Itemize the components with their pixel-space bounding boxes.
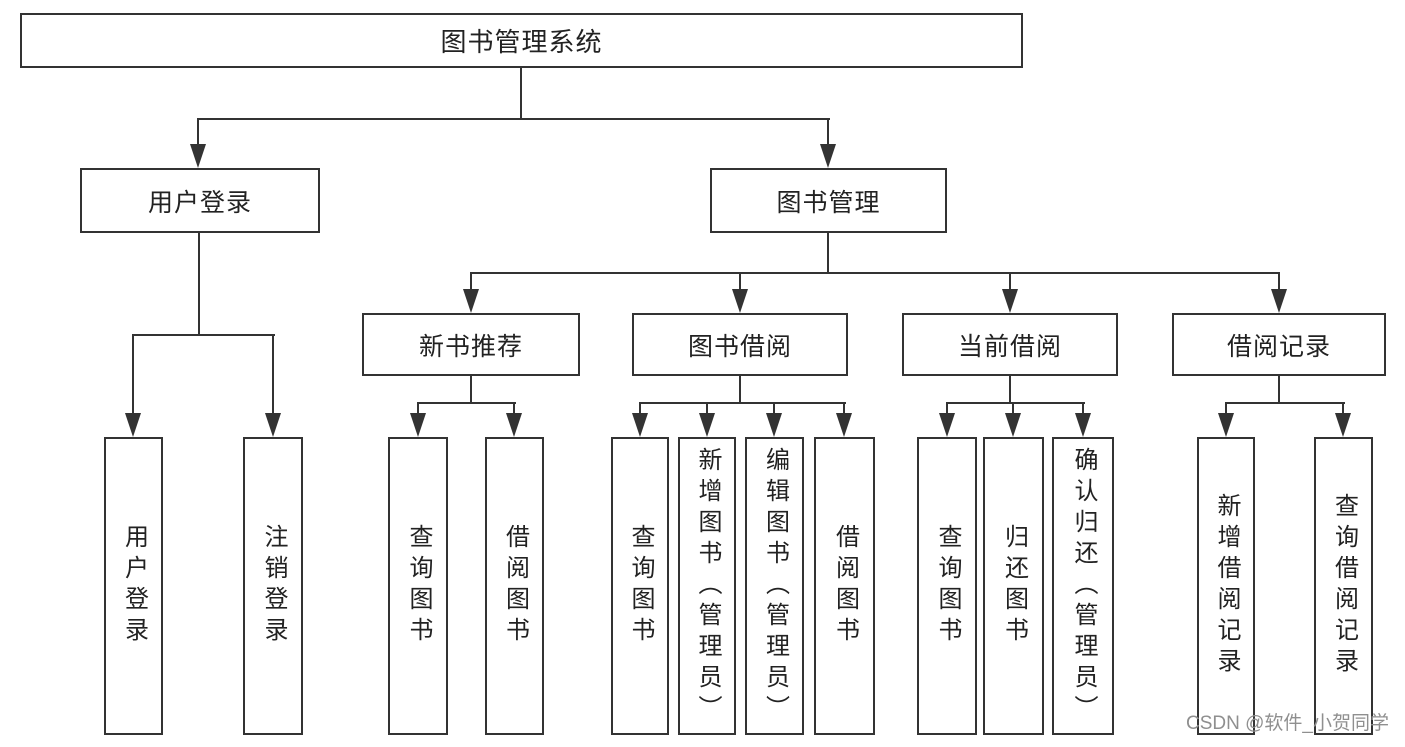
node-label: 图书管理系统 — [440, 27, 603, 57]
node-label: 图书借阅 — [687, 332, 792, 361]
arrowhead-down-icon — [1335, 413, 1351, 437]
leaf-label: 新增借阅记录 — [1213, 493, 1240, 679]
leaf-query-borrow-record: 查询借阅记录 — [1314, 437, 1373, 735]
connector-line — [1009, 272, 1011, 291]
leaf-label: 查询借阅记录 — [1330, 493, 1358, 679]
connector-line — [1278, 272, 1280, 291]
node-label: 借阅记录 — [1226, 332, 1331, 361]
leaf-label: 归还图书 — [1000, 524, 1028, 648]
connector-line — [132, 334, 134, 415]
leaf-label: 注销登录 — [260, 524, 287, 648]
arrowhead-down-icon — [1002, 289, 1018, 313]
connector-line — [773, 402, 775, 415]
leaf-edit-books-admin: 编辑图书（管理员） — [745, 437, 804, 735]
leaf-label: 确认归还（管理员） — [1070, 446, 1097, 726]
leaf-label: 编辑图书（管理员） — [761, 446, 789, 726]
connector-line — [706, 402, 708, 415]
connector-line — [639, 402, 641, 415]
node-label: 图书管理 — [776, 188, 881, 217]
connector-line — [1012, 402, 1014, 415]
arrowhead-down-icon — [463, 289, 479, 313]
leaf-borrow-books-recommend: 借阅图书 — [485, 437, 544, 735]
connector-line — [946, 402, 1085, 404]
connector-line — [1342, 402, 1344, 415]
leaf-add-borrow-record: 新增借阅记录 — [1197, 437, 1255, 735]
arrowhead-down-icon — [699, 413, 715, 437]
node-book-borrowing: 图书借阅 — [632, 313, 848, 376]
leaf-label: 新增图书（管理员） — [694, 446, 721, 726]
arrowhead-down-icon — [820, 144, 836, 168]
connector-line — [739, 376, 741, 404]
connector-line — [946, 402, 948, 415]
node-user-login: 用户登录 — [80, 168, 320, 233]
arrowhead-down-icon — [1005, 413, 1021, 437]
connector-line — [827, 233, 829, 274]
arrowhead-down-icon — [506, 413, 522, 437]
connector-line — [417, 402, 516, 404]
connector-line — [639, 402, 846, 404]
connector-line — [132, 334, 275, 336]
arrowhead-down-icon — [410, 413, 426, 437]
connector-line — [1278, 376, 1280, 404]
leaf-add-books-admin: 新增图书（管理员） — [678, 437, 736, 735]
connector-line — [198, 233, 200, 336]
leaf-label: 查询图书 — [934, 524, 961, 648]
node-label: 当前借阅 — [957, 332, 1062, 361]
connector-line — [1225, 402, 1345, 404]
leaf-label: 借阅图书 — [831, 524, 859, 648]
node-current-borrowing: 当前借阅 — [902, 313, 1118, 376]
leaf-borrow-books: 借阅图书 — [814, 437, 875, 735]
connector-line — [470, 376, 472, 404]
connector-line — [197, 118, 830, 120]
leaf-query-books-recommend: 查询图书 — [388, 437, 448, 735]
connector-line — [1225, 402, 1227, 415]
node-label: 新书推荐 — [418, 332, 523, 361]
connector-line — [272, 334, 274, 415]
connector-line — [1009, 376, 1011, 404]
arrowhead-down-icon — [836, 413, 852, 437]
connector-line — [470, 272, 1280, 274]
leaf-label: 借阅图书 — [501, 524, 529, 648]
node-label: 用户登录 — [147, 188, 252, 217]
connector-line — [417, 402, 419, 415]
connector-line — [513, 402, 515, 415]
leaf-confirm-return-admin: 确认归还（管理员） — [1052, 437, 1114, 735]
csdn-watermark: CSDN @软件_小贺同学 — [1186, 713, 1389, 734]
leaf-return-books: 归还图书 — [983, 437, 1044, 735]
connector-line — [739, 272, 741, 291]
arrowhead-down-icon — [265, 413, 281, 437]
connector-line — [827, 118, 829, 146]
arrowhead-down-icon — [125, 413, 141, 437]
connector-line — [470, 272, 472, 291]
arrowhead-down-icon — [1075, 413, 1091, 437]
leaf-query-books-current: 查询图书 — [917, 437, 977, 735]
node-book-management: 图书管理 — [710, 168, 947, 233]
leaf-label: 用户登录 — [120, 524, 148, 648]
leaf-label: 查询图书 — [405, 524, 432, 648]
arrowhead-down-icon — [632, 413, 648, 437]
connector-line — [520, 68, 522, 120]
arrowhead-down-icon — [766, 413, 782, 437]
node-library-management-system: 图书管理系统 — [20, 13, 1023, 68]
connector-line — [1082, 402, 1084, 415]
leaf-logout: 注销登录 — [243, 437, 303, 735]
arrowhead-down-icon — [190, 144, 206, 168]
node-borrowing-records: 借阅记录 — [1172, 313, 1386, 376]
arrowhead-down-icon — [1271, 289, 1287, 313]
leaf-user-login: 用户登录 — [104, 437, 163, 735]
leaf-label: 查询图书 — [627, 524, 654, 648]
connector-line — [197, 118, 199, 146]
connector-line — [843, 402, 845, 415]
arrowhead-down-icon — [732, 289, 748, 313]
arrowhead-down-icon — [1218, 413, 1234, 437]
arrowhead-down-icon — [939, 413, 955, 437]
leaf-query-books-borrow: 查询图书 — [611, 437, 669, 735]
node-new-book-recommendation: 新书推荐 — [362, 313, 580, 376]
